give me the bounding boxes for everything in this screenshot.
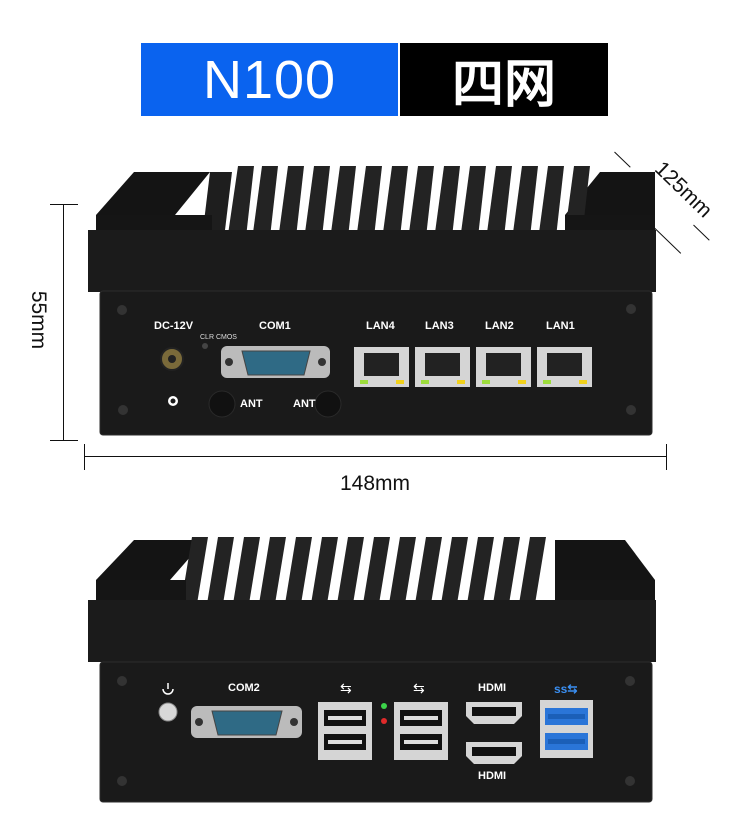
width-dimension-label: 148mm — [320, 472, 430, 496]
lan2-label: LAN2 — [485, 320, 514, 332]
width-tick-left — [84, 444, 85, 470]
width-value: 148mm — [339, 472, 411, 495]
svg-text:⇆: ⇆ — [413, 680, 425, 696]
power-button-icon — [158, 702, 178, 722]
height-tick-bottom — [50, 440, 78, 441]
com2-port-icon — [211, 710, 283, 736]
com1-label: COM1 — [259, 320, 291, 332]
width-tick-right — [666, 444, 667, 470]
model-badge: N100 — [141, 43, 398, 116]
com2-label: COM2 — [228, 682, 260, 694]
com1-port-icon — [241, 350, 311, 376]
lan3-label: LAN3 — [425, 320, 454, 332]
variant-label: 四网 — [451, 56, 556, 114]
rear-panel — [99, 661, 653, 803]
width-dimension-line — [84, 456, 667, 457]
height-tick-top — [50, 204, 78, 205]
hdmi-label-bottom: HDMI — [478, 770, 507, 782]
ant-label-left: ANT — [240, 398, 263, 410]
usb2-ports — [318, 702, 448, 760]
model-label: N100 — [202, 49, 337, 110]
hdmi-label-top: HDMI — [478, 682, 507, 694]
svg-text:⇆: ⇆ — [340, 680, 352, 696]
height-dimension-line — [63, 204, 64, 440]
ant-label-right: ANT — [293, 398, 316, 410]
variant-badge: 四网 — [400, 43, 608, 116]
dc-12v-label: DC-12V — [154, 320, 194, 332]
lan4-label: LAN4 — [366, 320, 395, 332]
clr-cmos-label: CLR CMOS — [200, 334, 237, 341]
lan1-label: LAN1 — [546, 320, 575, 332]
lan-ports — [354, 347, 592, 387]
svg-text:ss⇆: ss⇆ — [554, 682, 577, 696]
